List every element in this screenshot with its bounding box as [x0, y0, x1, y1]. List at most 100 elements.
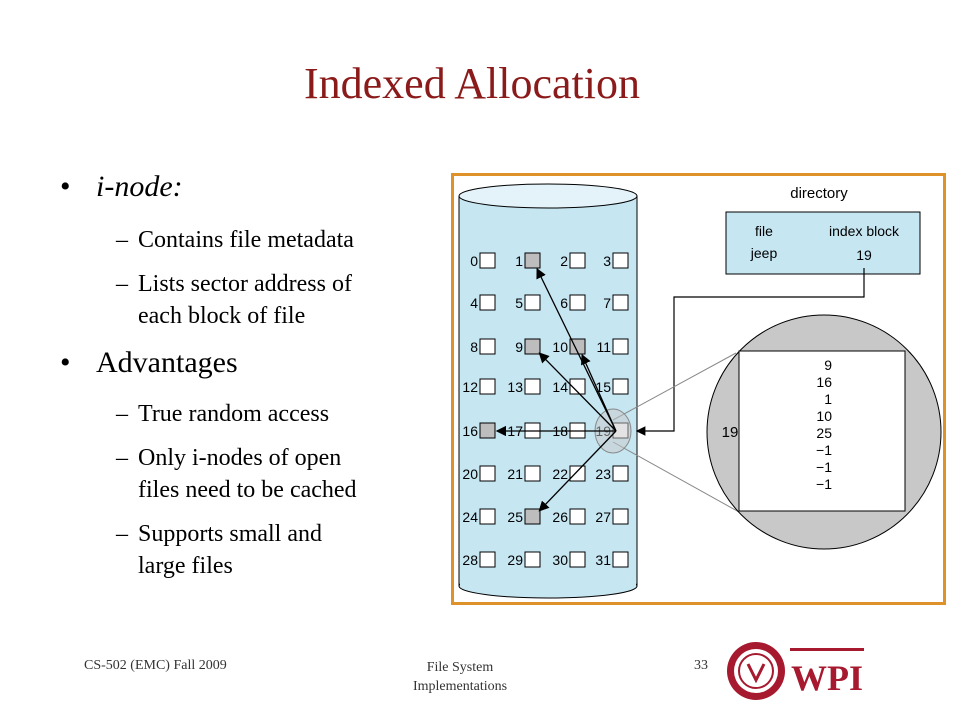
free-block-square: [569, 551, 586, 568]
directory-col-file: file: [755, 223, 773, 239]
block-label: 10: [552, 339, 568, 355]
free-block-square: [524, 465, 541, 482]
wpi-logo: WPI: [726, 640, 866, 707]
footer-course: CS-502 (EMC) Fall 2009: [84, 658, 227, 673]
used-block-square: [524, 252, 541, 269]
free-block-square: [612, 378, 629, 395]
directory-col-index: index block: [829, 223, 900, 239]
index-entry: −1: [816, 459, 832, 475]
block-label: 8: [470, 339, 478, 355]
directory-pointer: [635, 268, 865, 436]
bullet-inode: • i-node:: [60, 170, 450, 214]
block-label: 23: [595, 466, 611, 482]
zoom-block-number: 19: [722, 424, 739, 441]
free-block-square: [479, 338, 496, 355]
pointer-arrow: [538, 430, 617, 512]
block-label: 0: [470, 253, 478, 269]
sub-bullet-random-access: –True random access: [116, 401, 330, 427]
block-label: 28: [462, 552, 478, 568]
block-label: 27: [595, 509, 611, 525]
free-block-square: [612, 551, 629, 568]
free-block-square: [612, 294, 629, 311]
used-block-square: [524, 508, 541, 525]
block-label: 24: [462, 509, 478, 525]
index-entry: 25: [816, 425, 832, 441]
free-block-square: [569, 378, 586, 395]
index-entry: 9: [824, 357, 832, 373]
free-block-square: [479, 294, 496, 311]
index-entry: 1: [824, 391, 832, 407]
block-label: 26: [552, 509, 568, 525]
free-block-square: [479, 465, 496, 482]
pointer-arrow: [581, 353, 617, 432]
bullet-list: • i-node: –Contains file metadata –Lists…: [60, 170, 450, 582]
diagram-svg: 0123456789101112131415161718192021222324…: [458, 183, 942, 599]
block-label: 14: [552, 379, 568, 395]
block-label: 4: [470, 295, 478, 311]
free-block-square: [569, 508, 586, 525]
free-block-square: [479, 252, 496, 269]
free-block-square: [612, 252, 629, 269]
slide-title: Indexed Allocation: [303, 59, 640, 108]
free-block-square: [612, 508, 629, 525]
index-block-table: [738, 350, 906, 512]
disk-blocks: 0123456789101112131415161718192021222324…: [462, 252, 629, 568]
bullet-dot: •: [60, 170, 71, 203]
index-entry: 10: [816, 408, 832, 424]
free-block-square: [612, 338, 629, 355]
index-entry: 16: [816, 374, 832, 390]
pointer-arrow: [536, 267, 617, 432]
sub-bullet-sector-address: –Lists sector address of each block of f…: [116, 271, 352, 329]
bullet-advantages-text: Advantages: [96, 346, 238, 379]
used-block-square: [479, 422, 496, 439]
zoom-line-top: [612, 352, 737, 421]
index-entry: −1: [816, 476, 832, 492]
zoom-line-bottom: [612, 441, 740, 513]
directory-index-block: 19: [856, 247, 872, 263]
free-block-square: [479, 551, 496, 568]
block-label: 11: [596, 339, 611, 355]
bullet-advantages: • Advantages: [60, 346, 238, 379]
directory-table: [725, 211, 921, 275]
footer-page-number: 33: [694, 658, 708, 673]
block-label: 31: [595, 552, 611, 568]
block-label: 7: [603, 295, 611, 311]
free-block-square: [569, 252, 586, 269]
block-label: 30: [552, 552, 568, 568]
block-label: 16: [462, 423, 478, 439]
directory-file-name: jeep: [750, 245, 778, 261]
sub-bullet-open-files: –Only i-nodes of open files need to be c…: [116, 445, 357, 503]
block-label: 21: [507, 466, 523, 482]
free-block-square: [612, 465, 629, 482]
free-block-square: [524, 551, 541, 568]
block-label: 2: [560, 253, 568, 269]
sub-bullet-file-sizes: –Supports small and large files: [116, 521, 322, 579]
block-label: 1: [515, 253, 523, 269]
sub-bullet-metadata: –Contains file metadata: [116, 227, 354, 253]
block-label: 5: [515, 295, 523, 311]
indexed-allocation-diagram: 0123456789101112131415161718192021222324…: [451, 173, 946, 605]
block-pointers: [495, 267, 617, 512]
free-block-square: [569, 465, 586, 482]
block-label: 6: [560, 295, 568, 311]
bullet-inode-text: i-node:: [96, 170, 183, 203]
directory-label: directory: [790, 185, 848, 202]
block-label: 25: [507, 509, 523, 525]
block-label: 20: [462, 466, 478, 482]
block-label: 13: [507, 379, 523, 395]
block-label: 9: [515, 339, 523, 355]
block-label: 3: [603, 253, 611, 269]
free-block-square: [524, 378, 541, 395]
disk-top: [458, 183, 638, 209]
pointer-arrow: [538, 352, 617, 432]
block-label: 12: [462, 379, 478, 395]
free-block-square: [479, 508, 496, 525]
footer-topic: File System Implementations: [412, 660, 508, 694]
block-label: 29: [507, 552, 523, 568]
block-label: 22: [552, 466, 568, 482]
free-block-square: [479, 378, 496, 395]
wpi-wordmark: WPI: [791, 658, 863, 698]
index-entry: −1: [816, 442, 832, 458]
free-block-square: [524, 294, 541, 311]
